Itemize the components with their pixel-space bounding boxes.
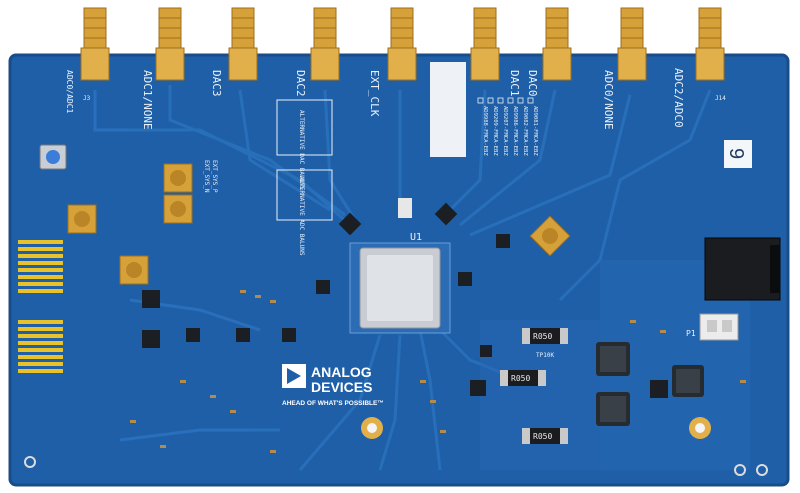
dc-power-jack-face: [770, 245, 780, 293]
balun-note: ALTERNATIVE ADC BALUNS: [298, 176, 305, 256]
ic-ref: U1: [410, 232, 422, 243]
revision-box: [724, 140, 752, 168]
sysref-label: EXT_SYS_N: [203, 160, 210, 193]
sma-connector: [542, 7, 572, 81]
sma-connector: [695, 7, 725, 81]
sense-resistors: [500, 328, 568, 444]
sma-label: ADC2/ADC0: [672, 68, 685, 128]
sysref-sma: [67, 163, 571, 285]
variant-label: AD9082-FMCA-EBZ: [522, 106, 528, 156]
sma-label: DAC0: [526, 70, 539, 97]
sma-connector: [80, 7, 110, 81]
sma-connector: [617, 7, 647, 81]
white-header[interactable]: [699, 313, 739, 341]
sma-connector: [310, 7, 340, 81]
sma-label: DAC2: [294, 70, 307, 97]
ref-designator: J3: [83, 95, 91, 102]
logo-tagline: AHEAD OF WHAT'S POSSIBLE™: [282, 400, 384, 407]
variant-label: AD9988-FMCA-EBZ: [482, 106, 488, 156]
sma-connector: [228, 7, 258, 81]
power-inductors: [596, 342, 704, 426]
revision-number: 9: [725, 148, 747, 159]
analog-devices-logo-triangle: [287, 368, 301, 384]
resistor-marking: R050: [533, 332, 552, 341]
pcb-traces: [93, 85, 712, 471]
logo-line-2: DEVICES: [311, 379, 372, 395]
variant-label: AD9207-FMCA-EBZ: [502, 106, 508, 156]
sma-connector-row: [80, 7, 725, 81]
balun-note: ALTERNATIVE DAC BALUNS: [298, 110, 305, 190]
main-ic-die: [367, 255, 433, 321]
power-header-ref: P1: [686, 329, 696, 338]
sma-connector: [470, 7, 500, 81]
sma-connector: [155, 7, 185, 81]
sma-label: DAC3: [210, 70, 223, 97]
small-ics: [142, 198, 668, 398]
sma-label: EXT_CLK: [368, 70, 381, 117]
sma-label: ADC0/NONE: [602, 70, 615, 130]
sysref-label: EXT_SYS_P: [211, 160, 218, 193]
logo-line-1: ANALOG: [311, 364, 372, 380]
sma-connector: [387, 7, 417, 81]
mounting-holes: [361, 417, 711, 439]
fmc-pad-strip: [18, 240, 63, 373]
test-points: [24, 456, 768, 476]
sma-label: ADC0/ADC1: [65, 70, 74, 114]
variant-label: AD9986-FMCA-EBZ: [512, 106, 518, 156]
balun-note-box: [276, 169, 333, 221]
variant-list: AD9081-FMCA-EBZ AD9082-FMCA-EBZ AD9986-F…: [477, 97, 538, 156]
reset-button-cap[interactable]: [46, 150, 60, 164]
dc-power-jack[interactable]: [704, 237, 781, 301]
balun-note-box: [276, 99, 333, 156]
smd-capacitors: [130, 290, 746, 453]
sma-label: ADC1/NONE: [141, 70, 154, 130]
variant-label: AD9209-FMCA-EBZ: [492, 106, 498, 156]
ref-designator: J14: [715, 95, 726, 102]
copper-zone: [480, 320, 600, 470]
sma-label: DAC1: [508, 70, 521, 97]
variant-label: AD9081-FMCA-EBZ: [532, 106, 538, 156]
resistor-marking: R050: [533, 432, 552, 441]
white-label-sticker: [430, 62, 466, 157]
resistor-marking: R050: [511, 374, 530, 383]
testpoint-label: TP10K: [536, 352, 554, 359]
